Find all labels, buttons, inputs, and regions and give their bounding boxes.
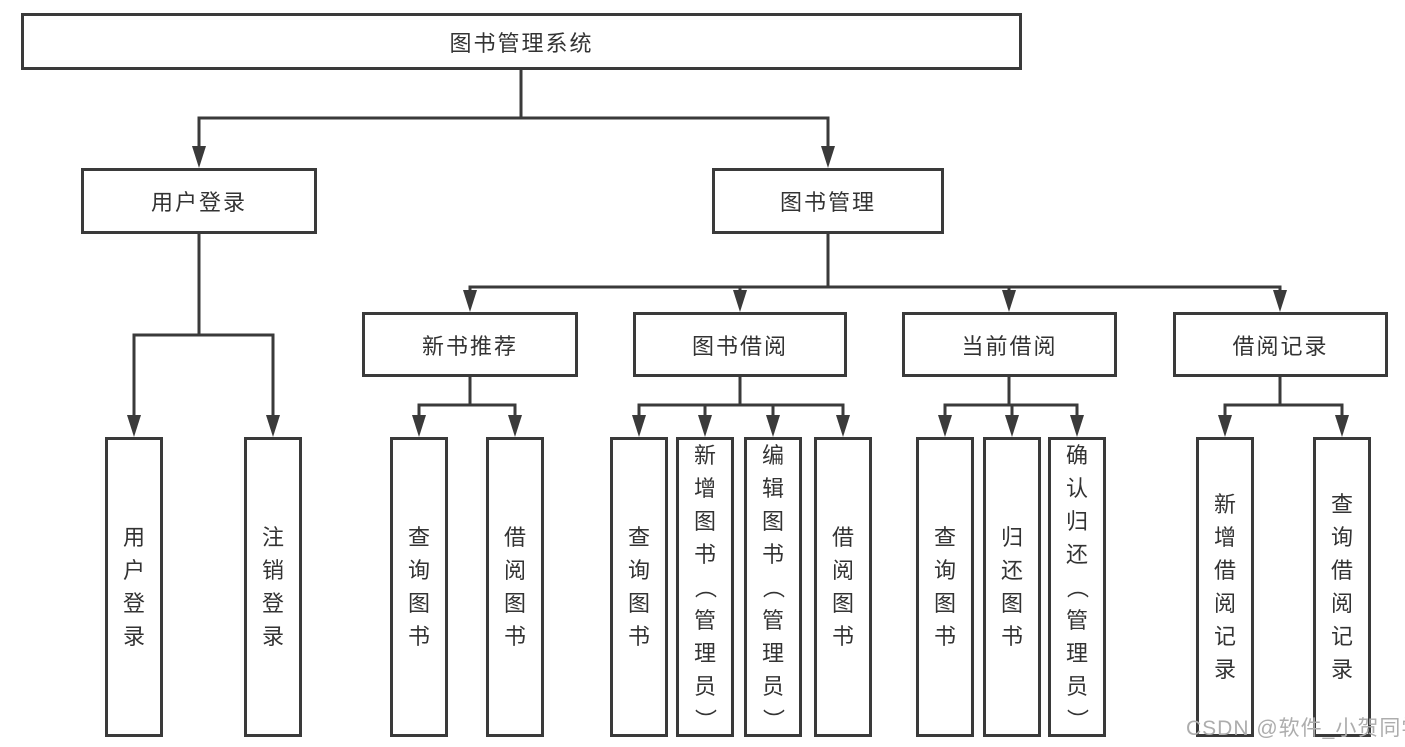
leaf-user-login: 用户登录 [105, 437, 163, 737]
leaf-borrowing-borrow-books: 借阅图书 [814, 437, 872, 737]
leaf-add-borrow-record: 新增借阅记录 [1196, 437, 1254, 737]
leaf-confirm-return-admin: 确认归还（管理员） [1048, 437, 1106, 737]
node-book-management: 图书管理 [712, 168, 944, 234]
node-user-login: 用户登录 [81, 168, 317, 234]
node-current-borrowing: 当前借阅 [902, 312, 1117, 377]
node-new-book-recommend: 新书推荐 [362, 312, 578, 377]
leaf-add-books-admin: 新增图书（管理员） [676, 437, 734, 737]
leaf-recommend-query-books: 查询图书 [390, 437, 448, 737]
leaf-logout: 注销登录 [244, 437, 302, 737]
leaf-current-query-books: 查询图书 [916, 437, 974, 737]
node-borrowing-records: 借阅记录 [1173, 312, 1388, 377]
leaf-borrowing-query-books: 查询图书 [610, 437, 668, 737]
leaf-edit-books-admin: 编辑图书（管理员） [744, 437, 802, 737]
node-library-management-system: 图书管理系统 [21, 13, 1022, 70]
leaf-return-books: 归还图书 [983, 437, 1041, 737]
leaf-query-borrow-record: 查询借阅记录 [1313, 437, 1371, 737]
node-book-borrowing: 图书借阅 [633, 312, 847, 377]
csdn-watermark: CSDN @软件_小贺同学 [1186, 717, 1405, 740]
leaf-recommend-borrow-books: 借阅图书 [486, 437, 544, 737]
